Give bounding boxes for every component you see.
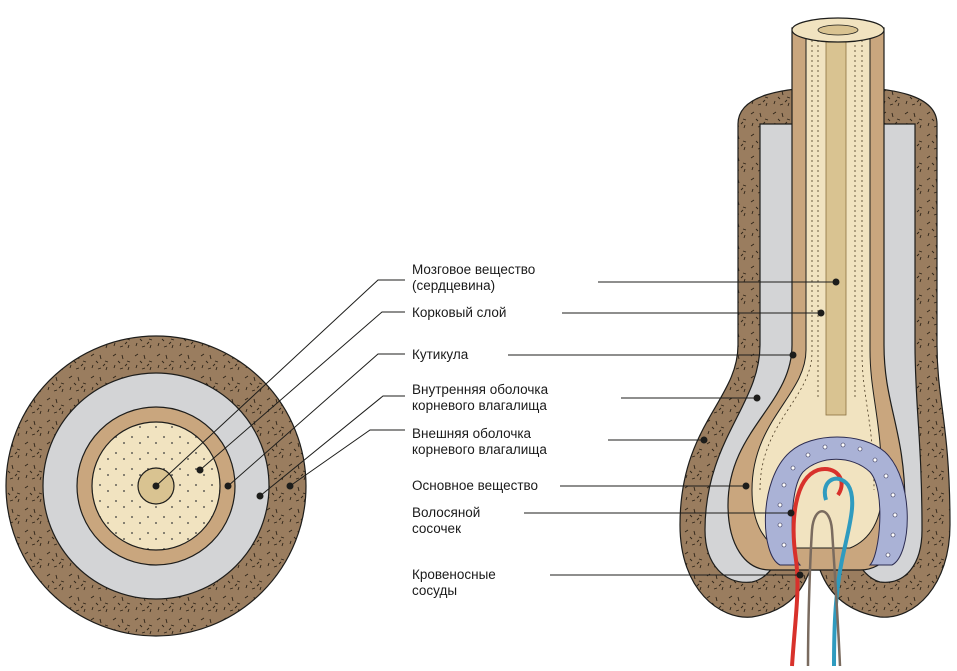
label-outer-sheath-line2: корневого влагалища: [412, 442, 547, 457]
label-outer-sheath-line1: Внешняя оболочка: [412, 426, 532, 441]
label-inner-sheath-line2: корневого влагалища: [412, 398, 547, 413]
longitudinal-section: [680, 18, 950, 666]
label-inner-sheath-line1: Внутренняя оболочка: [412, 382, 549, 397]
follicle-core: [826, 35, 846, 415]
label-papilla-line1: Волосяной: [412, 505, 480, 520]
label-cortex: Корковый слой: [412, 305, 506, 320]
label-matrix: Основное вещество: [412, 478, 538, 493]
label-vessels-line2: сосуды: [412, 583, 457, 598]
labels: Мозговое вещество (сердцевина) Корковый …: [412, 262, 549, 598]
label-vessels-line1: Кровеносные: [412, 567, 496, 582]
label-papilla-line2: сосочек: [412, 521, 461, 536]
label-medulla-line2: (сердцевина): [412, 278, 495, 293]
label-medulla-line1: Мозговое вещество: [412, 262, 535, 277]
label-cuticle: Кутикула: [412, 347, 469, 362]
